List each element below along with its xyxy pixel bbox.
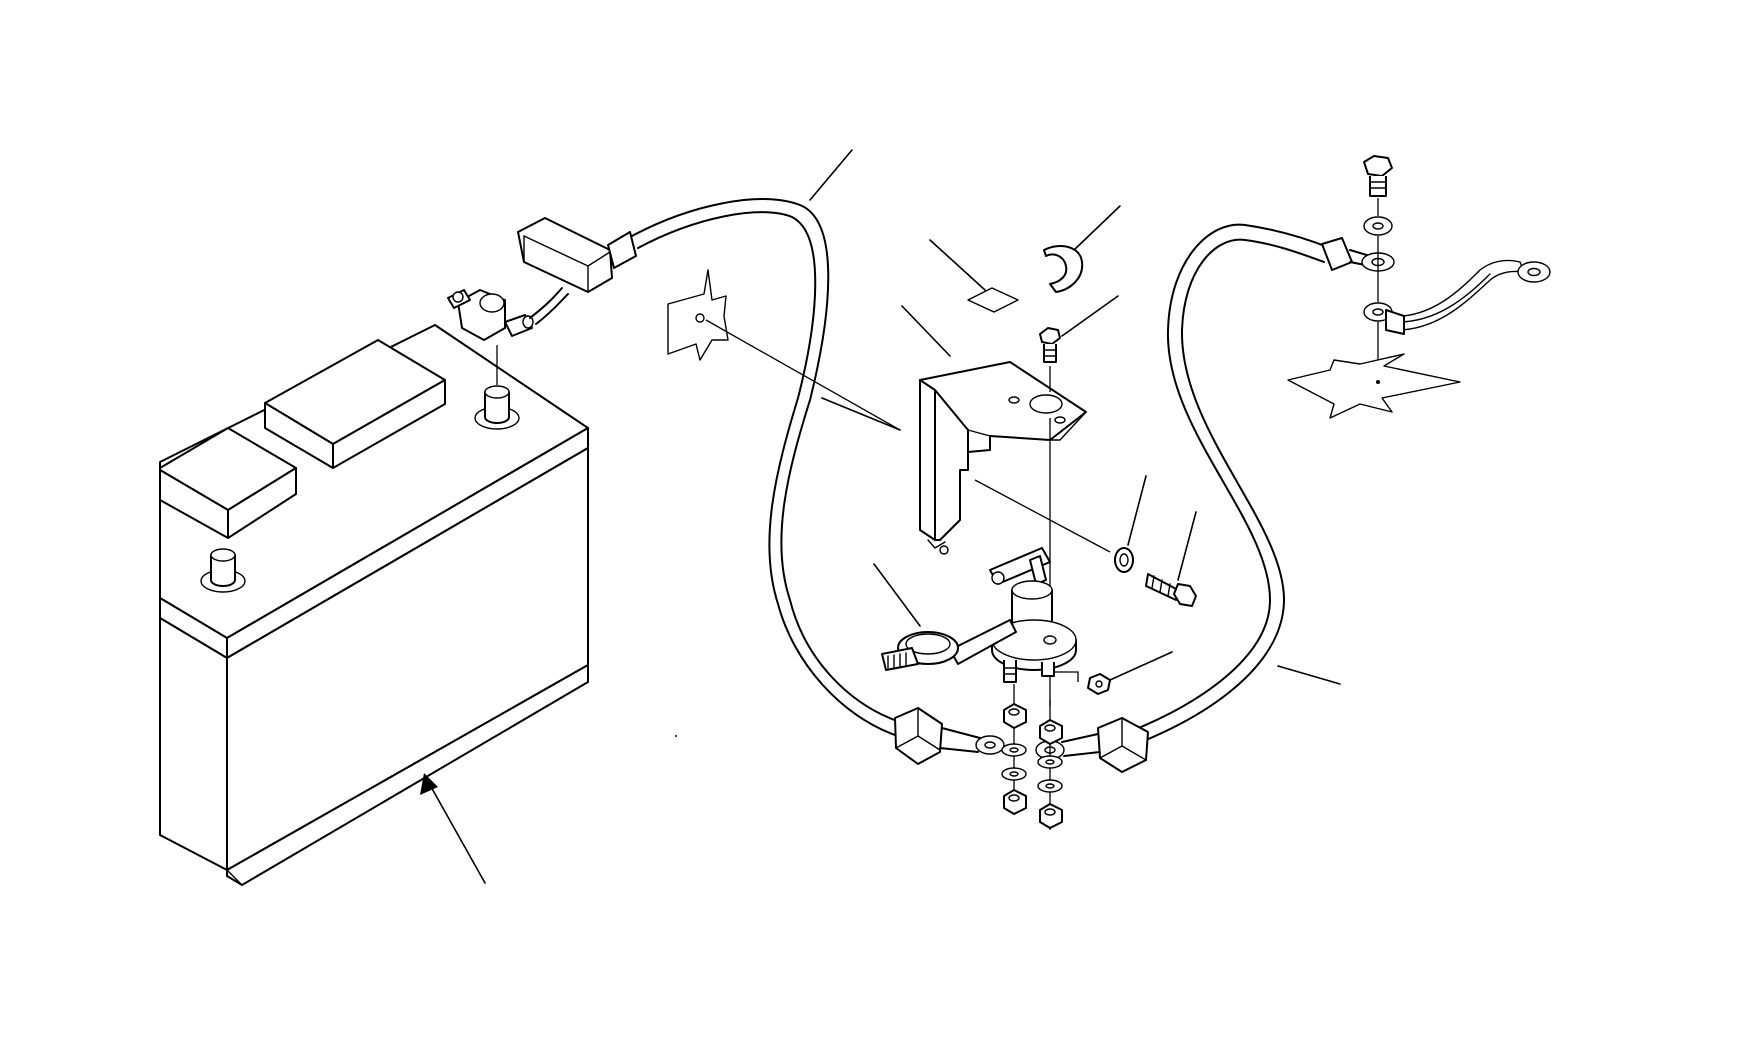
battery-side-face [159, 617, 228, 871]
battery-cell-cap-1 [264, 339, 446, 469]
leader-mount-plate [821, 397, 901, 431]
terminal-nut-side [1087, 673, 1111, 695]
fastener-stack-right [1037, 700, 1063, 830]
leader-ground-cable [1277, 665, 1341, 685]
leader-bracket-bolt [1061, 295, 1119, 337]
switch-lever-handle [881, 619, 1017, 671]
leader-lockwasher [1127, 475, 1147, 546]
switch-key [989, 547, 1051, 585]
frame-mount-plate [1287, 353, 1461, 419]
positive-battery-cable [447, 198, 1005, 765]
hex-bolt [1145, 573, 1197, 607]
warning-label [967, 287, 1019, 313]
ground-strap-assembly [1287, 155, 1551, 419]
leader-cap [1073, 205, 1121, 251]
callout-leaders [809, 149, 1341, 685]
leader-lever [873, 563, 921, 627]
fastener-stack-left [1001, 684, 1027, 815]
battery-terminal-positive [474, 385, 520, 430]
leader-hex-bolt [1177, 511, 1197, 581]
cable-lug-left [894, 707, 1005, 765]
bracket-bolt [1039, 327, 1061, 363]
ground-bolt [1363, 155, 1393, 197]
battery-cell-cap-2 [159, 427, 297, 539]
ground-cable [1035, 223, 1395, 773]
cable-mount-plate [667, 269, 901, 431]
leader-bracket [901, 305, 951, 357]
battery [159, 324, 589, 886]
leader-nut [1109, 651, 1173, 681]
switch-bracket [919, 361, 1087, 555]
terminal-clamp [447, 289, 534, 341]
battery-terminal-negative [200, 548, 246, 593]
leader-positive-cable [809, 149, 853, 201]
battery-disconnect-switch [989, 547, 1077, 683]
lockwasher [1114, 547, 1134, 573]
leader-label [929, 239, 986, 291]
battery-bottom-ledge [226, 664, 589, 886]
ground-strap [1387, 259, 1525, 331]
battery-pointer-arrow [420, 773, 486, 884]
terminal-boot [517, 217, 637, 293]
switch-cap [1043, 245, 1084, 293]
